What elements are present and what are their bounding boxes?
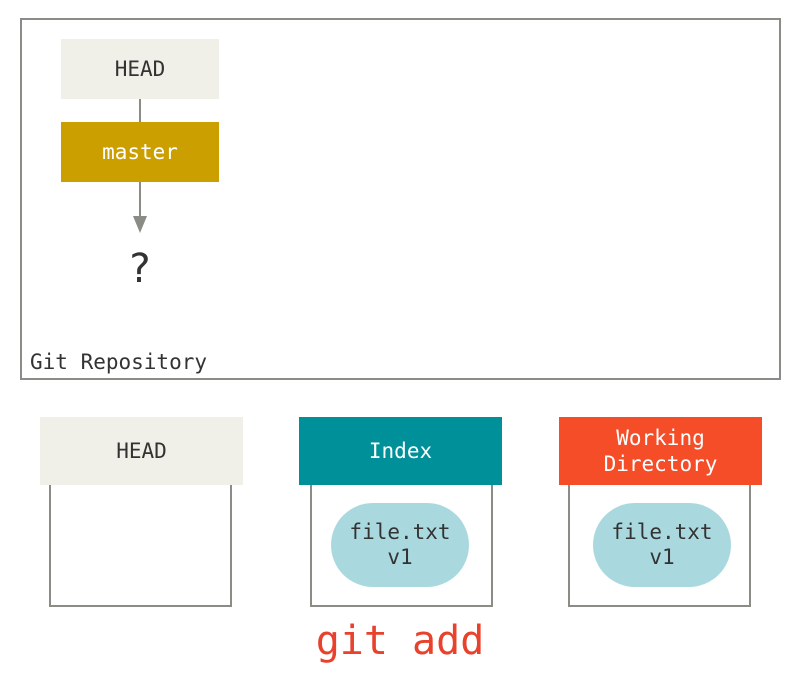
repo-head-ref: HEAD	[61, 39, 219, 99]
git-command-label: git add	[315, 618, 485, 664]
working-directory-area-header: Working Directory	[559, 417, 762, 485]
head-area-frame	[49, 485, 232, 607]
git-repository-label: Git Repository	[30, 350, 208, 374]
index-file-name: file.txt	[349, 520, 451, 544]
head-area-header: HEAD	[40, 417, 243, 485]
arrow-down-icon	[133, 216, 147, 233]
unknown-commit-marker: ?	[129, 246, 151, 292]
head-to-master-connector	[139, 99, 141, 122]
index-file-version: v1	[387, 545, 413, 569]
working-directory-file-name: file.txt	[611, 520, 713, 544]
working-directory-file-item: file.txt v1	[593, 503, 731, 587]
master-arrow-line	[139, 182, 141, 218]
working-directory-file-version: v1	[649, 545, 675, 569]
index-file-item: file.txt v1	[331, 503, 469, 587]
working-directory-title-line-2: Directory	[603, 452, 718, 476]
master-branch-ref: master	[61, 122, 219, 182]
index-area-header: Index	[299, 417, 502, 485]
working-directory-title-line-1: Working	[616, 426, 705, 450]
